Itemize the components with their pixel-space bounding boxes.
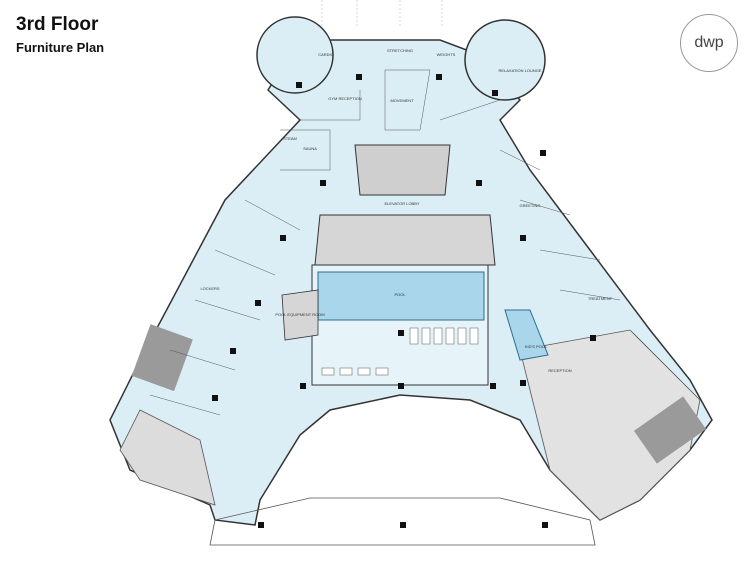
label-greeting: GREETING: [520, 203, 541, 208]
label-steam: STEAM: [283, 136, 297, 141]
label-lockers: LOCKERS: [200, 286, 219, 291]
label-stretching: STRETCHING: [387, 48, 413, 53]
pool-equipment-room: [281, 289, 319, 341]
label-elevator-lobby: ELEVATOR LOBBY: [384, 201, 419, 206]
page-subtitle: Furniture Plan: [16, 40, 105, 55]
entry-lines: [321, 0, 443, 28]
kids-pool: [504, 309, 549, 361]
stair-right: [633, 396, 707, 464]
label-kids-pool: KID'S POOL: [525, 344, 548, 349]
label-cardio: CARDIO: [318, 52, 334, 57]
label-gym-reception: GYM RECEPTION: [328, 96, 362, 101]
partitions: [149, 69, 621, 416]
logo-text: dwp: [694, 34, 724, 51]
dwp-logo: dwp: [680, 14, 738, 72]
service-core: [314, 214, 496, 266]
elevator-core: [354, 144, 451, 196]
label-relaxation-lounge: RELAXATION LOUNGE: [498, 68, 541, 73]
south-terrace: [209, 497, 596, 546]
columns: [212, 74, 596, 528]
label-weights: WEIGHTS: [437, 52, 456, 57]
stair-left: [131, 324, 193, 392]
label-treatment: TREATMENT: [588, 296, 613, 301]
label-movement: MOVEMENT: [390, 98, 414, 103]
label-sauna: SAUNA: [303, 146, 317, 151]
label-pool-equipment-room: POOL EQUIPMENT ROOM: [275, 312, 324, 317]
label-pool: POOL: [394, 292, 406, 297]
page-title: 3rd Floor: [16, 14, 99, 35]
pool-loungers: [321, 327, 479, 376]
label-reception: RECEPTION: [548, 368, 571, 373]
cardio-pod: [256, 16, 334, 94]
right-service-zone: [519, 329, 701, 521]
pool: [317, 271, 485, 321]
left-core-zone: [119, 409, 216, 506]
relaxation-pod: [464, 19, 546, 101]
